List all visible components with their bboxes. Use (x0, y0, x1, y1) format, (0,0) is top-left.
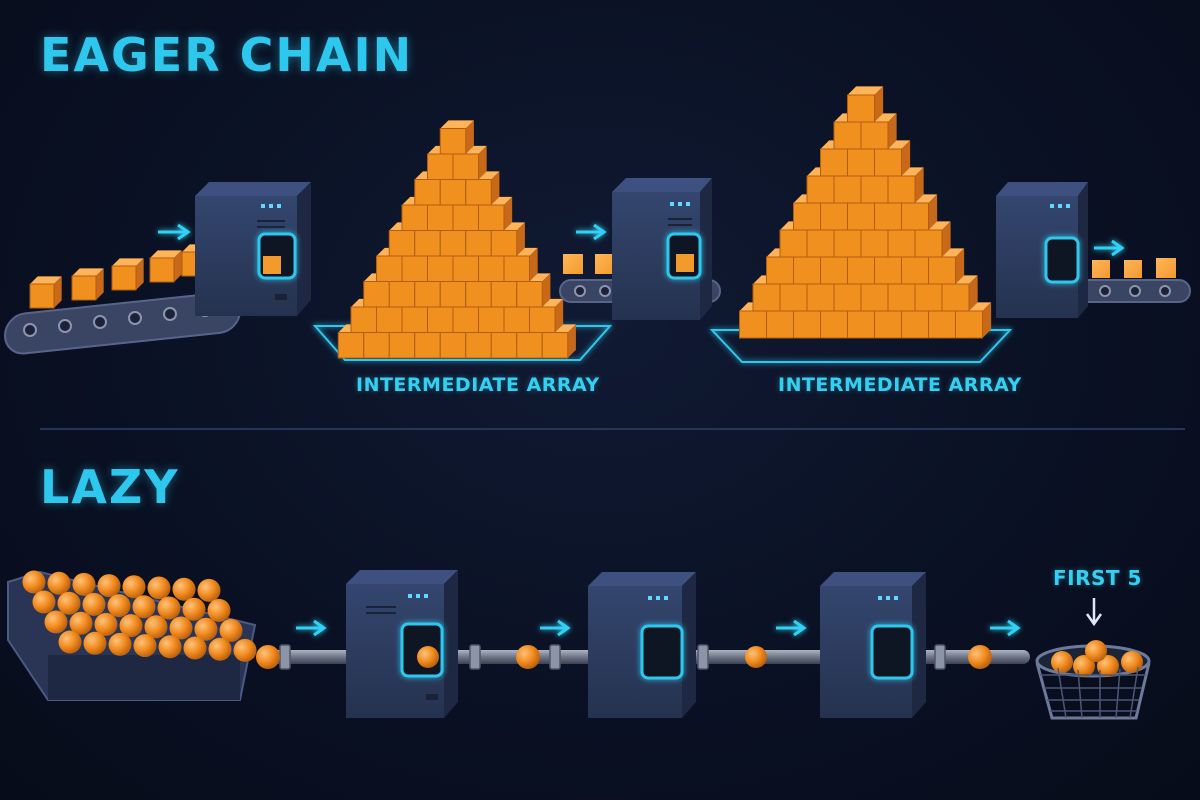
lazy-machine-3 (820, 572, 926, 718)
lazy-title: LAZY (40, 460, 180, 514)
arrow-icon (540, 619, 571, 637)
arrow-icon (990, 619, 1021, 637)
arrow-icon (576, 223, 607, 241)
items-in-transit (256, 645, 992, 669)
intermediate-array-label-2: INTERMEDIATE ARRAY (778, 374, 1022, 396)
down-arrow-icon (1085, 598, 1103, 627)
lazy-machine-1 (346, 570, 458, 718)
eager-chain-title: EAGER CHAIN (40, 28, 414, 82)
section-divider (40, 428, 1185, 430)
source-items (22, 570, 257, 662)
eager-machine-3 (996, 182, 1088, 318)
arrow-icon (296, 619, 327, 637)
intermediate-array-1 (337, 120, 576, 359)
arrow-icon (776, 619, 807, 637)
first-5-label: FIRST 5 (1053, 566, 1142, 590)
intermediate-array-label-1: INTERMEDIATE ARRAY (356, 374, 600, 396)
eager-machine-1 (195, 182, 311, 316)
eager-machine-2 (612, 178, 712, 320)
arrow-icon (158, 223, 191, 241)
arrow-icon (1094, 239, 1125, 257)
basket-icon (1035, 640, 1151, 720)
lazy-machine-2 (588, 572, 696, 718)
intermediate-array-2 (739, 86, 992, 339)
